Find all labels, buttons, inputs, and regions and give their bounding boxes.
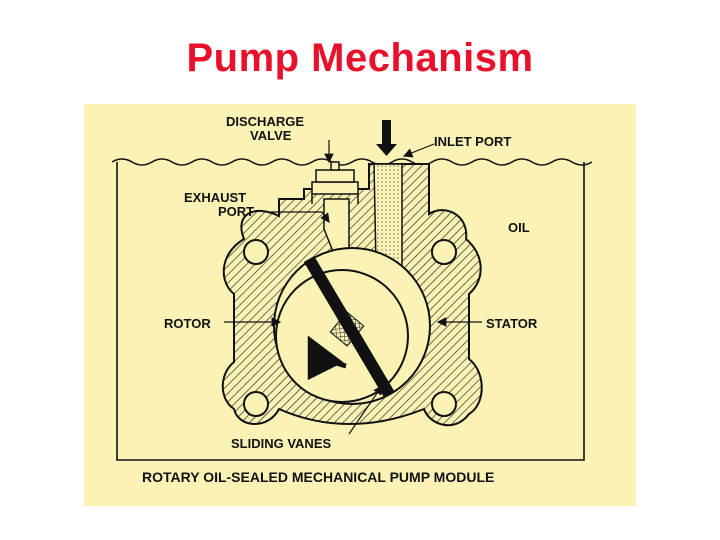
label-stator: STATOR: [486, 316, 538, 331]
leader-exhaust-port: [269, 211, 330, 223]
bolt-hole-bottom-right: [431, 391, 457, 417]
leader-inlet-port: [402, 143, 435, 158]
label-discharge-valve-line2: VALVE: [250, 128, 292, 143]
bolt-hole-bottom-left: [243, 391, 269, 417]
sliding-vane-bar: [303, 255, 395, 398]
oil-surface-line: [111, 158, 593, 166]
tank-walls: [116, 162, 585, 461]
leader-lines: [224, 140, 482, 435]
label-sliding-vanes: SLIDING VANES: [231, 436, 331, 451]
slide-title: Pump Mechanism: [186, 36, 534, 80]
label-exhaust-port-line1: EXHAUST: [184, 190, 246, 205]
inlet-arrow: [376, 120, 397, 156]
label-inlet-port: INLET PORT: [434, 134, 511, 149]
label-oil: OIL: [508, 220, 530, 235]
label-discharge-valve-line1: DISCHARGE: [226, 114, 304, 129]
bolt-hole-top-left: [243, 239, 269, 265]
oil-tank: [111, 158, 593, 461]
rotation-arrow: [307, 335, 347, 381]
leader-sliding-vanes: [348, 385, 383, 435]
discharge-valve: [311, 161, 359, 204]
label-exhaust-port-line2: PORT: [218, 204, 254, 219]
diagram-caption: ROTARY OIL-SEALED MECHANICAL PUMP MODULE: [142, 469, 494, 485]
label-rotor: ROTOR: [164, 316, 211, 331]
pump-diagram: DISCHARGE VALVE INLET PORT EXHAUST PORT …: [84, 104, 636, 506]
bolt-holes: [243, 239, 457, 417]
bolt-hole-top-right: [431, 239, 457, 265]
